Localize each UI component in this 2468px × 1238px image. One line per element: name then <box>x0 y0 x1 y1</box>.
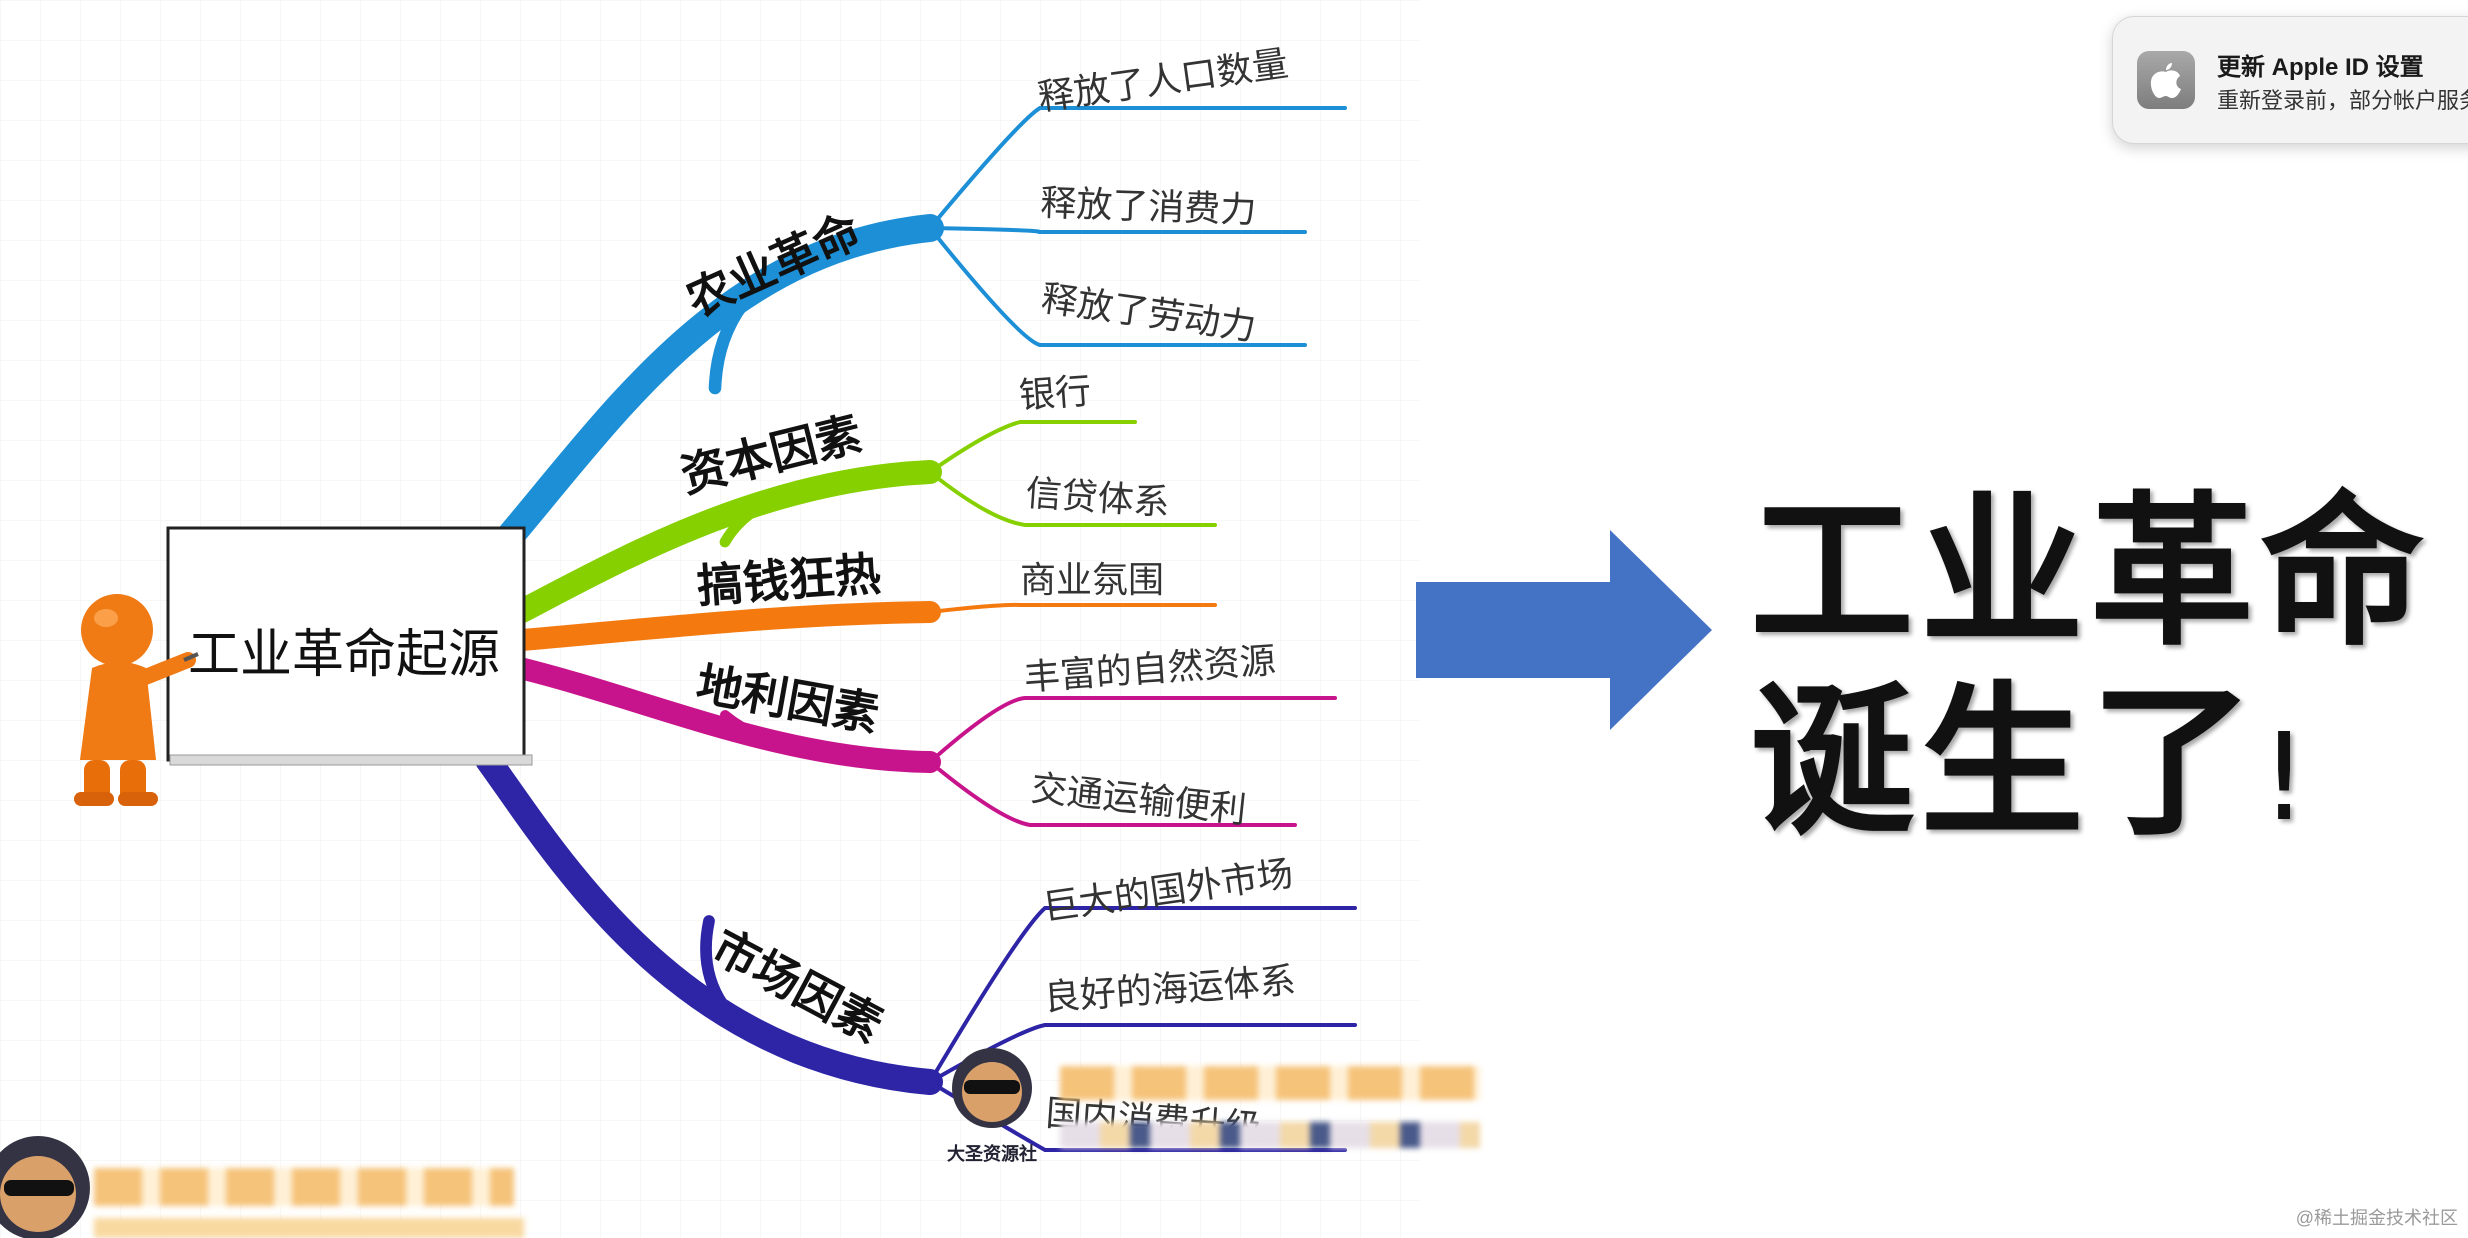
conclusion-line1: 工业革命 <box>1750 477 2431 668</box>
branch-path-taper-3 <box>721 607 935 631</box>
leaf-line-5-1 <box>928 906 1357 1084</box>
notification-title: 更新 Apple ID 设置 <box>2217 54 2424 81</box>
presenter-figure-icon <box>74 594 199 806</box>
conclusion-line2-text: 诞生了 <box>1750 667 2261 858</box>
leaf-line-1-2 <box>928 226 1307 234</box>
root-label: 工业革命起源 <box>188 625 500 685</box>
leaf-line-4-2 <box>928 760 1297 827</box>
branch-path-taper-5 <box>700 915 936 1088</box>
apple-logo-icon <box>2137 51 2195 109</box>
branch-path-5 <box>475 747 943 1095</box>
leaf-label-3-1[interactable]: 商业氛围 <box>1020 560 1164 601</box>
branch-path-taper-1 <box>708 221 937 395</box>
watermark: @稀土掘金技术社区 <box>2295 1208 2458 1228</box>
branch-path-taper-2 <box>719 466 936 548</box>
branch-label-3[interactable]: 搞钱狂热 <box>695 547 882 614</box>
conclusion-line2: 诞生了! <box>1750 630 2314 867</box>
monkey-logo-icon: 大圣资源社 <box>947 1048 1037 1165</box>
conclusion-exclaim: ! <box>2260 709 2315 848</box>
blurred-overlay <box>94 1168 514 1206</box>
leaf-line-5-2 <box>928 1023 1357 1084</box>
blurred-overlay <box>94 1218 524 1238</box>
leaf-label-1-2[interactable]: 释放了消费力 <box>1040 183 1257 232</box>
leaf-line-2-1 <box>928 420 1137 474</box>
root-node[interactable]: 工业革命起源 <box>166 526 533 766</box>
monkey-logo-corner-icon <box>0 1136 90 1238</box>
leaf-line-4-1 <box>928 696 1337 764</box>
branch-path-taper-4 <box>720 710 935 767</box>
notification-body: 重新登录前，部分帐户服务 <box>2217 88 2468 113</box>
leaf-line-1-1 <box>928 106 1347 230</box>
blurred-overlay <box>1060 1122 1480 1148</box>
logo-caption: 大圣资源社 <box>947 1143 1037 1165</box>
leaf-line-1-3 <box>928 226 1307 347</box>
right-arrow-icon <box>1416 530 1712 730</box>
leaf-line-2-2 <box>928 470 1217 527</box>
leaf-label-2-2[interactable]: 信贷体系 <box>1024 473 1171 524</box>
apple-id-notification[interactable]: 更新 Apple ID 设置 重新登录前，部分帐户服务 <box>2112 16 2468 144</box>
blurred-overlay <box>1060 1066 1480 1100</box>
leaf-line-3-1 <box>928 602 1217 614</box>
leaf-label-2-1[interactable]: 银行 <box>1018 371 1093 417</box>
